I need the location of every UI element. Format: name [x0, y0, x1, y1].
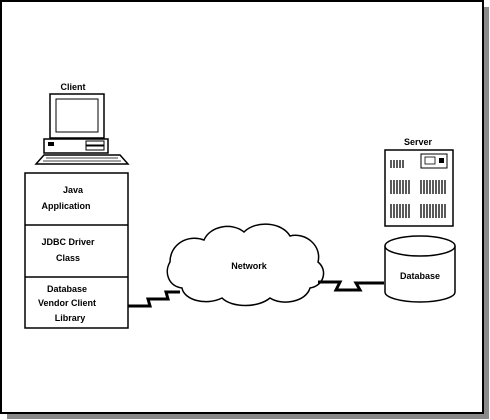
layer-label: Library [55, 313, 86, 323]
server-title: Server [404, 137, 433, 147]
layer-label: Database [47, 284, 87, 294]
client-stack-box [24, 172, 129, 329]
client-computer-icon [34, 93, 130, 165]
database-cylinder-icon [384, 235, 456, 303]
layer-label: Vendor Client [38, 298, 96, 308]
layer-label: Class [56, 253, 80, 263]
network-label: Network [231, 261, 268, 271]
client-stack: Java Application JDBC Driver Class Datab… [24, 172, 129, 329]
network-database-link [318, 280, 384, 292]
client-network-link [128, 290, 180, 308]
database-label: Database [400, 271, 440, 281]
layer-label: Application [42, 201, 91, 211]
network-cloud-icon [166, 223, 325, 307]
layer-label: Java [63, 185, 84, 195]
layer-label: JDBC Driver [41, 237, 95, 247]
server-tower-icon [384, 149, 454, 227]
client-title: Client [60, 82, 85, 92]
